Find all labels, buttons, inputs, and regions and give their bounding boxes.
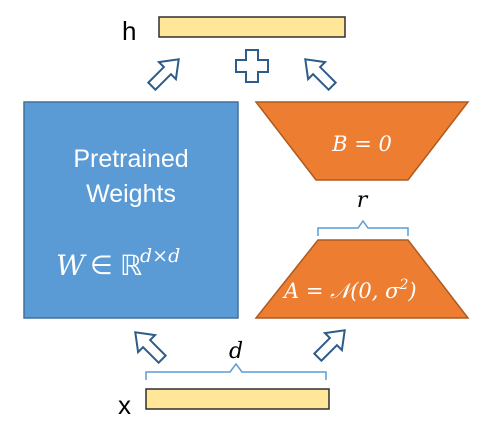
h-label: h [122, 16, 136, 46]
weight-matrix-formula: W ∈ ℝ d×d [56, 245, 180, 282]
x-vector [145, 388, 330, 410]
r-brace [317, 219, 409, 236]
x-label: x [118, 390, 131, 420]
pretrained-label-line2: Weights [86, 180, 176, 208]
matrix-a-trapezoid [254, 239, 470, 319]
matrix-b-label: B = 0 [331, 132, 392, 156]
hollow-arrow-icon-bottom-right [312, 329, 346, 363]
d-brace [145, 362, 327, 380]
plus-icon [235, 49, 269, 83]
pretrained-label-line1: Pretrained [73, 145, 188, 173]
matrix-b-trapezoid [254, 101, 470, 181]
w-dimension-exponent: d×d [140, 245, 180, 267]
real-set-symbol: ℝ [120, 250, 142, 281]
matrix-a-label-main: A = 𝒩(0, σ2) [282, 277, 417, 303]
r-label: r [357, 188, 369, 213]
d-label: d [229, 339, 243, 364]
hollow-arrow-icon-top-left [146, 58, 180, 92]
hollow-arrow-icon-top-right [304, 58, 338, 92]
matrix-a-label: A = 𝒩(0, σ2) [282, 277, 417, 303]
pretrained-weights-box [23, 101, 239, 319]
hollow-arrow-icon-bottom-left [134, 331, 168, 365]
w-symbol: W [56, 249, 87, 282]
element-of-symbol: ∈ [90, 250, 113, 280]
h-vector [158, 16, 346, 38]
